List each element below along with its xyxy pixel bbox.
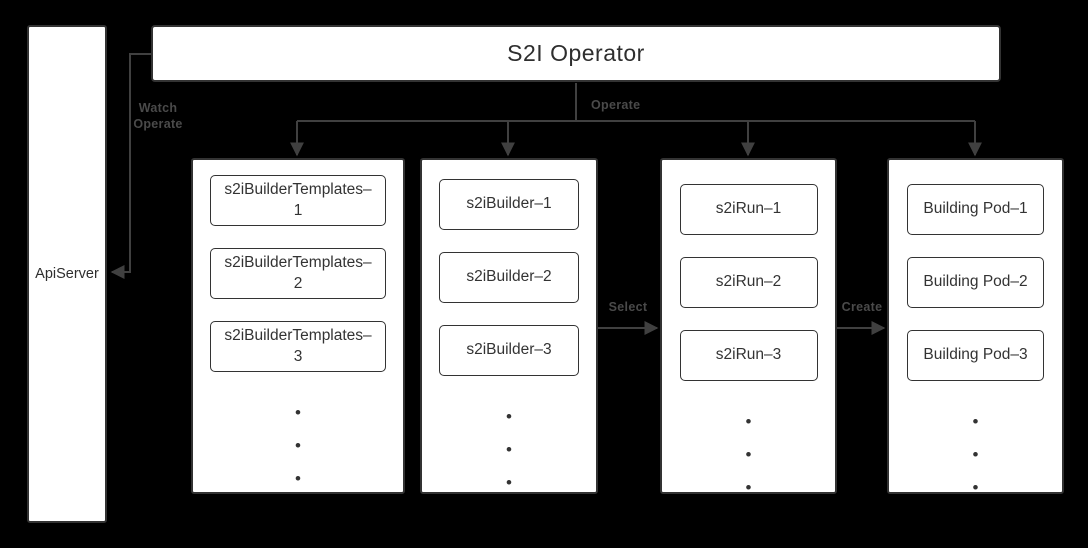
node-s2ibuilder-2: s2iBuilder–2: [439, 252, 579, 303]
group-s2ibuildertemplates: s2iBuilderTemplates–1 s2iBuilderTemplate…: [191, 158, 405, 494]
ellipsis-dot: •: [506, 407, 512, 426]
node-s2i-operator-title: S2I Operator: [507, 40, 645, 66]
node-apiserver-label: ApiServer: [35, 266, 99, 282]
node-s2ibuilder-1: s2iBuilder–1: [439, 179, 579, 230]
ellipsis-dots: • • •: [506, 400, 512, 492]
node-s2ibuildertemplates-2: s2iBuilderTemplates–2: [210, 248, 386, 299]
ellipsis-dot: •: [972, 478, 979, 494]
ellipsis-dots: • • •: [972, 405, 979, 494]
node-s2irun-2: s2iRun–2: [679, 257, 818, 308]
node-building-pod-1: Building Pod–1: [907, 184, 1044, 235]
ellipsis-dot: •: [745, 478, 752, 494]
edge-label-select: Select: [608, 300, 648, 314]
arrow-operator-to-apiserver: [110, 53, 151, 279]
node-s2irun-3: s2iRun–3: [679, 330, 818, 381]
node-s2i-operator: S2I Operator: [151, 25, 1001, 82]
ellipsis-dot: •: [972, 412, 979, 431]
node-s2ibuildertemplates-1: s2iBuilderTemplates–1: [210, 175, 386, 226]
edge-label-watch-operate: Watch Operate: [127, 101, 189, 132]
ellipsis-dots: • • •: [745, 405, 752, 494]
edge-label-create: Create: [841, 300, 883, 314]
node-apiserver: ApiServer: [27, 25, 107, 523]
edge-label-operate: Operate: [591, 98, 641, 112]
group-s2ibuilder: s2iBuilder–1 s2iBuilder–2 s2iBuilder–3 •…: [420, 158, 598, 494]
ellipsis-dot: •: [295, 403, 301, 422]
node-s2ibuilder-3: s2iBuilder–3: [439, 325, 579, 376]
ellipsis-dot: •: [506, 440, 512, 459]
ellipsis-dot: •: [295, 469, 301, 488]
ellipsis-dot: •: [745, 445, 752, 464]
node-building-pod-3: Building Pod–3: [907, 330, 1044, 381]
ellipsis-dot: •: [506, 473, 512, 492]
edge-label-watch-line1: Watch: [138, 101, 178, 115]
edge-label-watch-line2: Operate: [133, 116, 183, 131]
ellipsis-dot: •: [295, 436, 301, 455]
group-s2irun: s2iRun–1 s2iRun–2 s2iRun–3 • • •: [660, 158, 837, 494]
node-s2ibuildertemplates-3: s2iBuilderTemplates–3: [210, 321, 386, 372]
node-s2irun-1: s2iRun–1: [679, 184, 818, 235]
ellipsis-dot: •: [972, 445, 979, 464]
ellipsis-dots: • • •: [295, 396, 301, 492]
node-building-pod-2: Building Pod–2: [907, 257, 1044, 308]
group-building-pod: Building Pod–1 Building Pod–2 Building P…: [887, 158, 1064, 494]
ellipsis-dot: •: [745, 412, 752, 431]
